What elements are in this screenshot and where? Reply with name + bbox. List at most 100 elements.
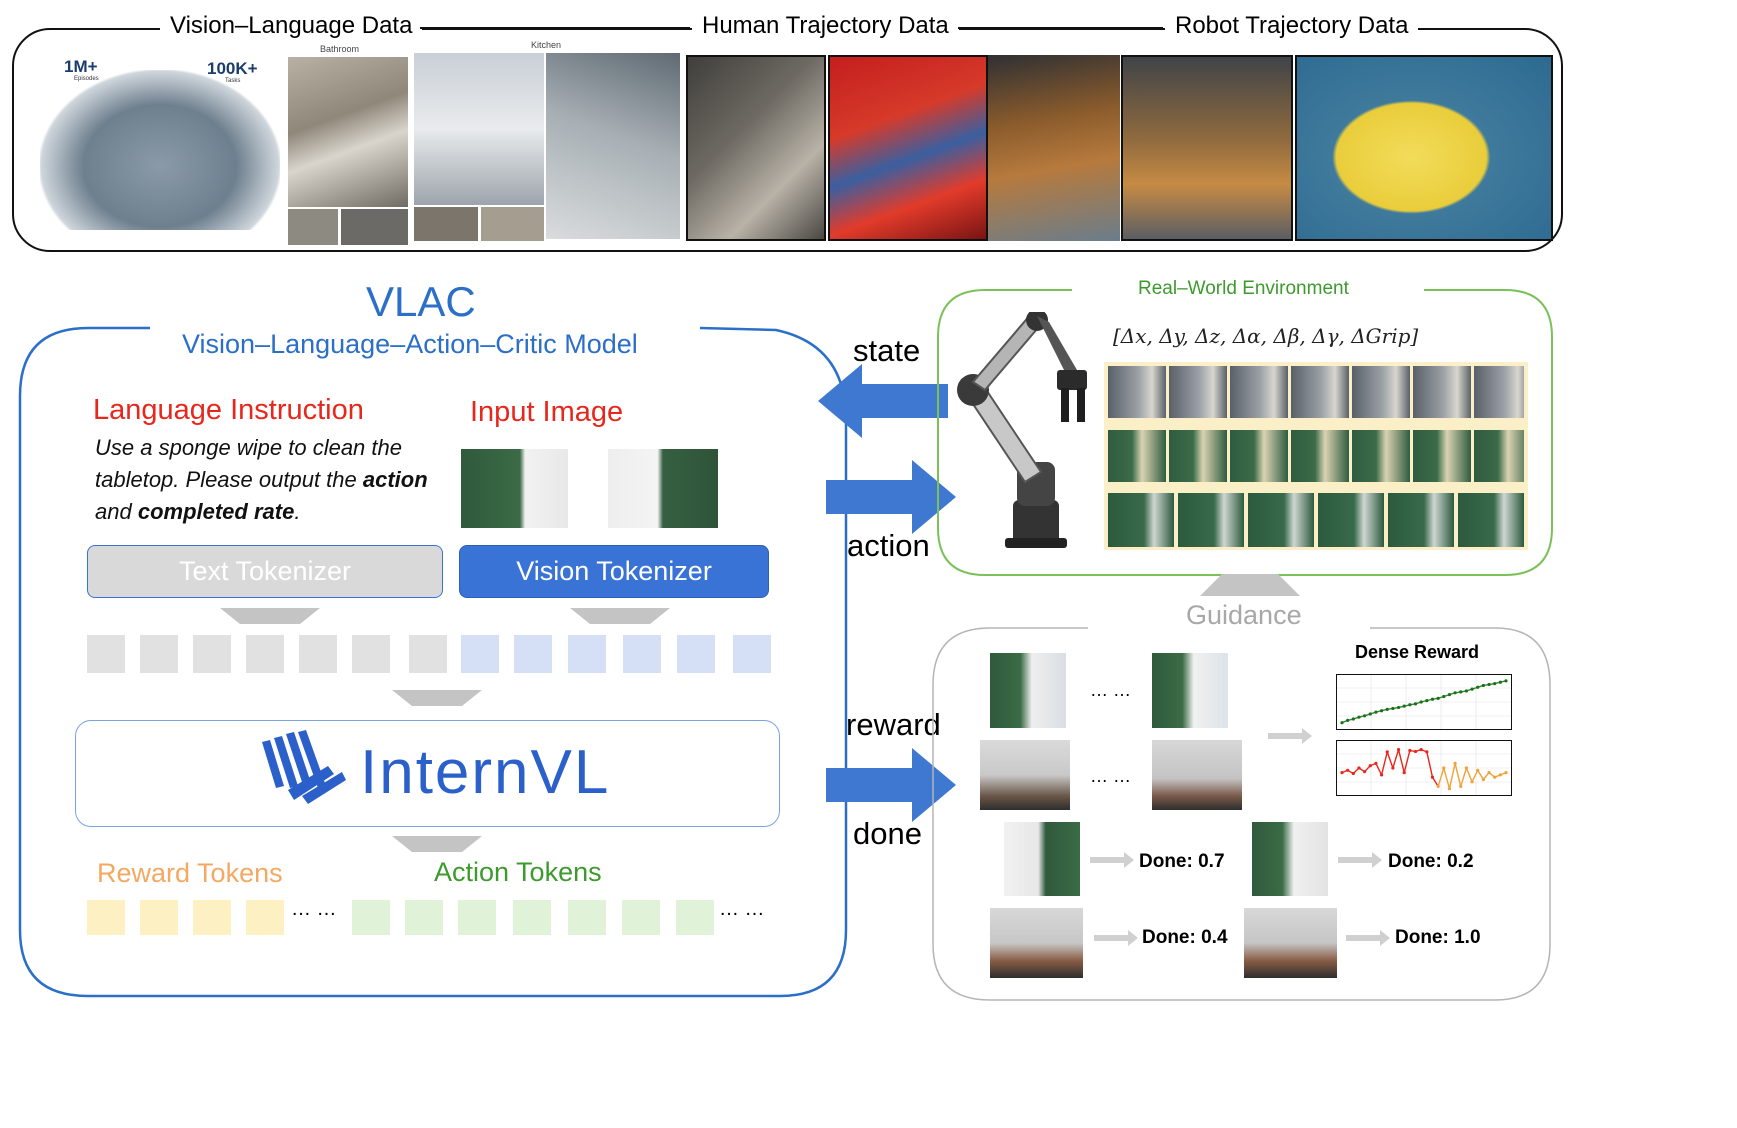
dense-reward-1-point xyxy=(1487,682,1491,687)
dense-reward-1-point xyxy=(1396,705,1401,710)
vision-token xyxy=(677,635,715,673)
episodes-collage-image xyxy=(40,70,280,230)
instruction-bold-rate: completed rate xyxy=(137,499,295,524)
dense-reward-1-point xyxy=(1368,712,1372,716)
instruction-part-3: . xyxy=(294,499,301,524)
dense-reward-2-point xyxy=(1425,750,1429,754)
bathroom-robot-photo xyxy=(288,57,408,207)
down-arrow-text xyxy=(220,608,320,624)
language-instruction-title: Language Instruction xyxy=(93,394,364,426)
vision-token xyxy=(733,635,771,673)
action-token xyxy=(513,900,551,935)
internvl-down-arrow xyxy=(392,836,482,852)
dense-reward-1-point xyxy=(1442,694,1446,699)
text-token xyxy=(193,635,231,673)
robot-trajectory-photo-2 xyxy=(1295,55,1553,241)
action-token xyxy=(568,900,606,935)
dense-reward-1-point xyxy=(1476,685,1480,689)
reward-tokens-label: Reward Tokens xyxy=(97,858,283,888)
dense-reward-2-point xyxy=(1408,748,1412,753)
dense-reward-2-line-segment xyxy=(1392,749,1400,769)
dense-reward-1-point xyxy=(1436,696,1440,700)
guidance-up-arrow xyxy=(1200,574,1300,596)
done-frame-2 xyxy=(1252,822,1328,896)
tasks-stat: 100K+ xyxy=(207,59,258,78)
reward-frame-2a xyxy=(980,740,1070,810)
internvl-name: InternVL xyxy=(360,738,611,807)
frames-row-1 xyxy=(1108,366,1524,418)
dense-reward-2-point xyxy=(1430,775,1435,779)
dense-reward-2-point xyxy=(1453,761,1457,765)
dense-reward-2-point xyxy=(1385,750,1389,754)
dense-reward-1-point xyxy=(1379,709,1384,713)
done-frame-4 xyxy=(1244,908,1337,978)
action-token xyxy=(676,900,714,935)
dense-reward-2-line-segment xyxy=(1375,763,1383,776)
robot-trajectory-data-label: Robot Trajectory Data xyxy=(1165,12,1419,40)
dense-reward-2-point xyxy=(1368,764,1372,768)
reward-gray-arrow xyxy=(1268,728,1312,744)
dense-reward-2-point xyxy=(1498,773,1502,777)
internvl-box xyxy=(75,720,780,827)
bathroom-thumb-1 xyxy=(288,209,338,245)
reward-token xyxy=(246,900,284,935)
input-image-1 xyxy=(461,449,568,528)
dense-reward-2-point xyxy=(1374,761,1378,765)
dense-reward-2-line-segment xyxy=(1437,767,1445,787)
dense-reward-1-point xyxy=(1340,721,1344,725)
dense-reward-1-point xyxy=(1402,704,1406,708)
dense-reward-2-point xyxy=(1419,748,1423,752)
dense-reward-2-line-segment xyxy=(1397,749,1405,773)
action-label: action xyxy=(847,528,930,563)
vlac-frame xyxy=(18,326,848,998)
input-image-title: Input Image xyxy=(470,396,624,428)
dense-reward-1-point xyxy=(1493,682,1497,686)
dense-reward-2-point xyxy=(1402,771,1406,775)
dense-reward-2-line-segment xyxy=(1426,751,1434,778)
reward-ellipsis-1: … … xyxy=(1090,680,1132,700)
state-label: state xyxy=(853,333,921,368)
vision-token xyxy=(514,635,552,673)
dense-reward-chart-2 xyxy=(1336,740,1512,796)
dense-reward-2-line-segment xyxy=(1471,769,1479,783)
dense-reward-1-point xyxy=(1351,717,1355,721)
dense-reward-2-point xyxy=(1493,775,1497,779)
text-token xyxy=(299,635,337,673)
action-token xyxy=(405,900,443,935)
input-image-2 xyxy=(608,449,718,528)
done-value-3: Done: 0.4 xyxy=(1142,927,1228,948)
episodes-stat: 1M+ xyxy=(64,57,98,76)
bathroom-thumb-2 xyxy=(341,209,408,245)
text-token xyxy=(409,635,447,673)
reward-label: reward xyxy=(846,707,941,742)
dense-reward-2-point xyxy=(1476,768,1480,772)
dense-reward-1-point xyxy=(1453,691,1457,695)
dense-reward-1-point xyxy=(1425,699,1429,703)
dense-reward-2-point xyxy=(1436,784,1440,788)
dense-reward-2-point xyxy=(1340,771,1344,775)
dense-reward-2-point xyxy=(1379,773,1384,777)
guidance-label: Guidance xyxy=(1186,600,1302,630)
kitchen-thumb-1 xyxy=(414,207,478,241)
dense-reward-2-point xyxy=(1470,780,1474,784)
text-token xyxy=(87,635,125,673)
vision-token xyxy=(568,635,606,673)
dense-reward-1-point xyxy=(1470,687,1474,691)
vlac-title: VLAC xyxy=(366,278,476,325)
dense-reward-2-point xyxy=(1459,784,1463,788)
done-label: done xyxy=(853,816,922,851)
reward-token xyxy=(193,900,231,935)
header-line-2 xyxy=(958,27,1163,29)
action-token xyxy=(352,900,390,935)
dense-reward-2-point xyxy=(1442,766,1446,770)
dense-reward-2-line-segment xyxy=(1443,767,1451,789)
done-arrow-2 xyxy=(1338,852,1382,868)
kitchen-caption: Kitchen xyxy=(531,40,562,50)
dense-reward-2-line-segment xyxy=(1386,751,1394,769)
dense-reward-1-point xyxy=(1374,710,1378,714)
down-arrow-vision xyxy=(570,608,670,624)
dense-reward-1-point xyxy=(1391,706,1395,711)
text-token xyxy=(140,635,178,673)
dense-reward-2-point xyxy=(1504,771,1508,775)
